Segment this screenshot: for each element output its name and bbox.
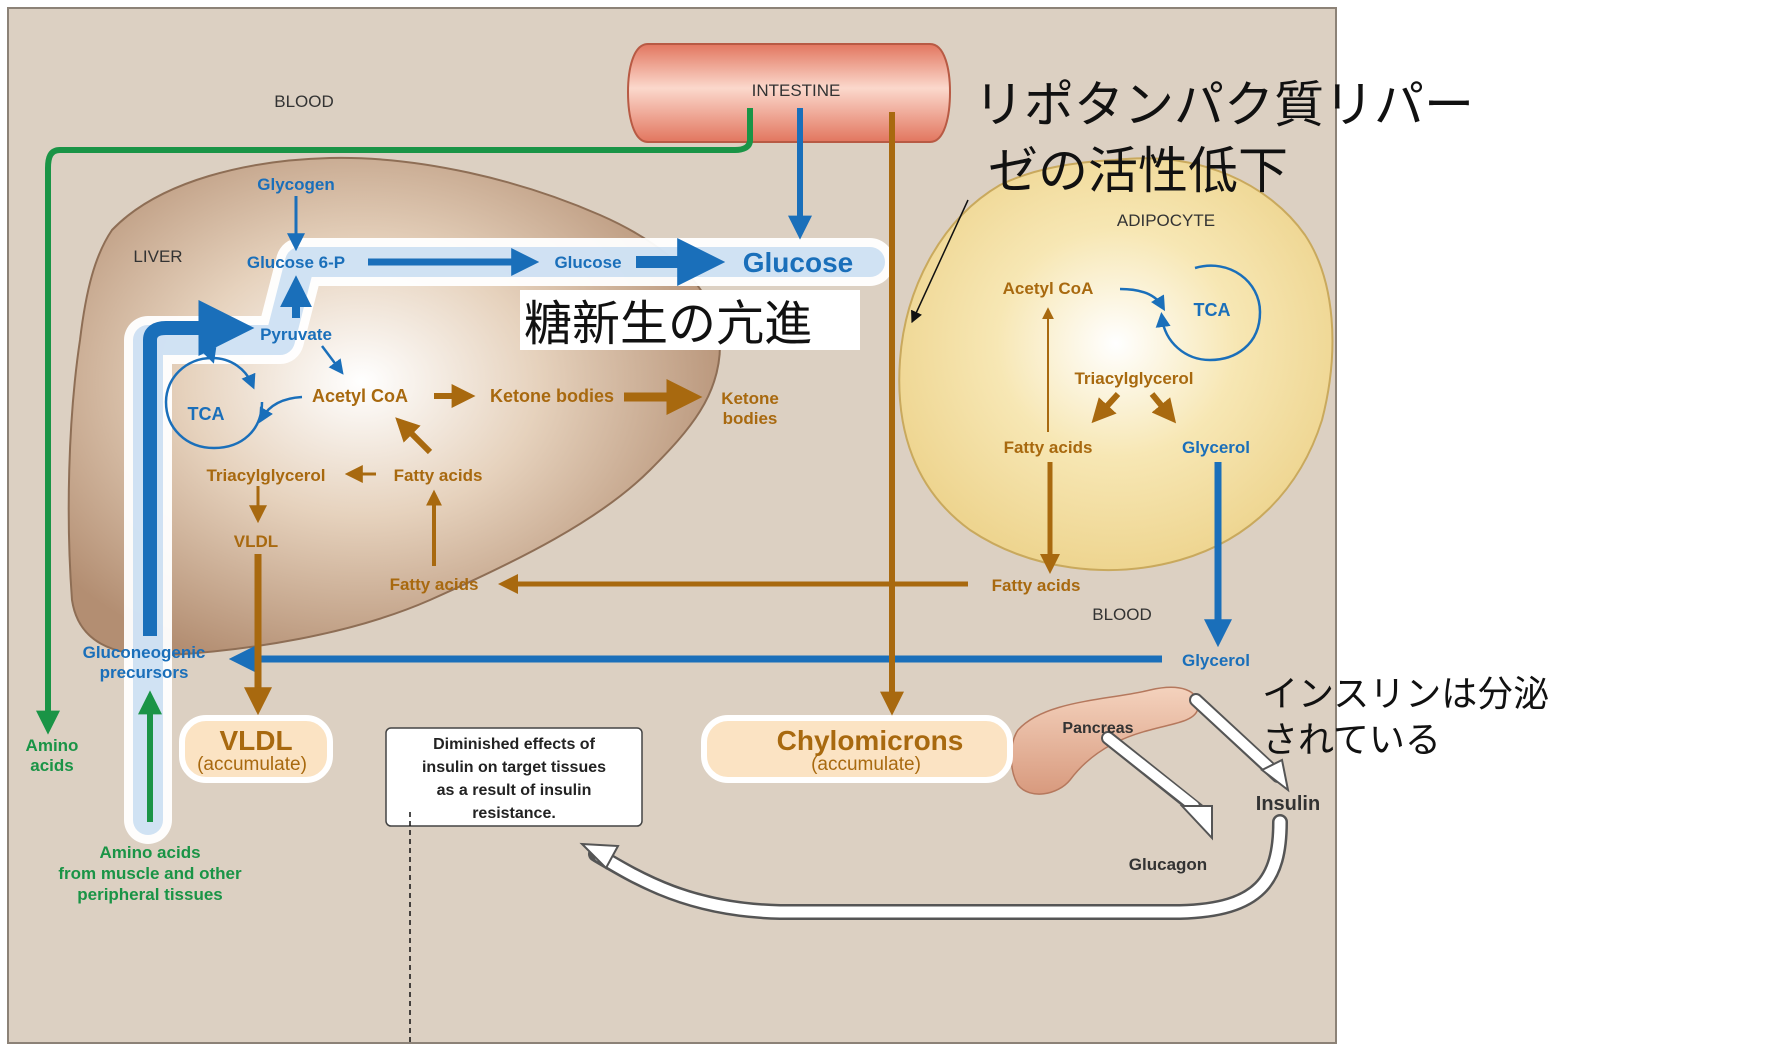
chylomicrons-glow (701, 715, 1013, 783)
label-blood-right: BLOOD (1092, 605, 1152, 624)
label-glucagon: Glucagon (1129, 855, 1207, 874)
label-amino-2: acids (30, 756, 73, 775)
label-intestine: INTESTINE (752, 81, 841, 100)
label-gluconeogenic-2: precursors (100, 663, 189, 682)
label-insulin: Insulin (1256, 793, 1320, 815)
annotation-gluconeogenesis: 糖新生の亢進 (524, 296, 812, 352)
label-vldl: VLDL (219, 725, 292, 756)
label-adipo-acetylcoa: Acetyl CoA (1003, 279, 1094, 298)
lipase-pointer-line (911, 199, 969, 324)
label-liver-fattyacids-lower: Fatty acids (390, 575, 479, 594)
vldl-glow (179, 715, 333, 783)
label-liver-tag: Triacylglycerol (206, 466, 325, 485)
label-chylomicrons-sub: (accumulate) (811, 754, 921, 775)
gluconeogenesis-annotation-bg (520, 290, 860, 350)
note-line-1: Diminished effects of (433, 736, 595, 753)
label-blood-glycerol: Glycerol (1182, 651, 1250, 670)
adipocyte-shape (898, 157, 1334, 571)
note-line-4: resistance. (472, 805, 556, 822)
arrow-glucagon-head (1179, 805, 1213, 841)
liver-tca-cycle (164, 356, 264, 450)
label-pancreas: Pancreas (1062, 720, 1133, 737)
arrow-insulin-to-note-inner (594, 816, 1286, 918)
label-gluconeogenic-1: Gluconeogenic (83, 643, 206, 662)
label-vldl-sub: (accumulate) (197, 754, 307, 775)
arrow-adipo-tag-to-glycerol (1149, 392, 1177, 424)
arrow-acetylcoa-to-adipo-tca (1119, 287, 1166, 312)
label-blood-fattyacids: Fatty acids (992, 576, 1081, 595)
note-box (385, 727, 643, 827)
label-adipocyte: ADIPOCYTE (1117, 211, 1215, 230)
arrow-pancreas-to-insulin-inner (1191, 695, 1279, 777)
label-adipo-glycerol: Glycerol (1182, 438, 1250, 457)
note-line-3: as a result of insulin (437, 782, 592, 799)
arrow-adipo-tag-to-fattyacids (1091, 391, 1121, 424)
label-chylomicrons: Chylomicrons (777, 725, 964, 756)
label-liver-fattyacids: Fatty acids (394, 466, 483, 485)
annotation-lipase-2: ゼの活性低下 (988, 142, 1288, 200)
annotation-lipase-1: リポタンパク質リパー (974, 76, 1474, 134)
label-amino-1: Amino (26, 736, 79, 755)
label-liver-vldl: VLDL (234, 532, 278, 551)
label-adipo-fattyacids: Fatty acids (1004, 438, 1093, 457)
arrow-intestine-to-amino (36, 108, 753, 735)
note-line-2: insulin on target tissues (422, 759, 606, 776)
label-amino-periph-2: from muscle and other (58, 864, 242, 883)
arrow-insulin-head (1260, 758, 1290, 793)
label-adipo-tag: Triacylglycerol (1074, 369, 1193, 388)
arrow-note-head (579, 842, 620, 870)
arrow-precursors-to-pyruvate (143, 300, 255, 636)
arrow-pancreas-to-glucagon-inner (1103, 733, 1199, 811)
arrow-pyruvate-to-tca (202, 339, 221, 364)
label-pyruvate: Pyruvate (260, 325, 332, 344)
arrow-acetylcoa-to-tca (259, 395, 303, 424)
label-amino-periph-3: peripheral tissues (77, 885, 223, 904)
label-liver-acetylcoa: Acetyl CoA (312, 386, 408, 406)
intestine-shape (626, 43, 952, 143)
label-glycogen: Glycogen (257, 175, 334, 194)
adipocyte-tca-cycle (1155, 264, 1262, 362)
label-liver: LIVER (133, 247, 182, 266)
annotation-insulin-1: インスリンは分泌 (1262, 674, 1549, 715)
label-ketone-out-1: Ketone (721, 389, 779, 408)
label-glucose6p: Glucose 6-P (247, 253, 345, 272)
label-liver-glucose: Glucose (554, 253, 621, 272)
arrow-fattyacids-to-acetylcoa (395, 417, 433, 455)
label-adipo-tca: TCA (1194, 300, 1231, 320)
label-liver-tca: TCA (188, 404, 225, 424)
label-ketone-inner: Ketone bodies (490, 386, 614, 406)
arrow-pyruvate-to-acetylcoa (321, 345, 344, 375)
annotation-insulin-2: されている (1262, 720, 1441, 761)
label-blood-top: BLOOD (274, 92, 334, 111)
label-amino-periph-1: Amino acids (99, 843, 200, 862)
label-ketone-out-2: bodies (723, 409, 778, 428)
label-blood-glucose: Glucose (743, 247, 853, 278)
